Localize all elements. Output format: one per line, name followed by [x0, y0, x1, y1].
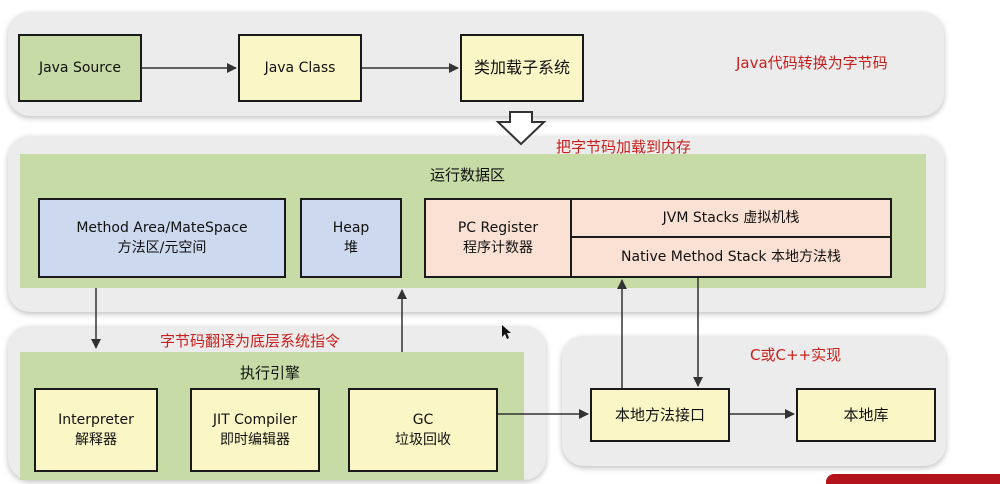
heap-label-en: Heap: [332, 220, 370, 236]
interpreter-label-en: Interpreter: [58, 412, 134, 428]
java-source-box: Java Source: [18, 34, 142, 102]
native-interface-box: 本地方法接口: [590, 388, 730, 442]
heap-box: Heap 堆: [300, 198, 402, 278]
method-area-box: Method Area/MateSpace 方法区/元空间: [38, 198, 286, 278]
jvm-stacks-box: JVM Stacks 虚拟机栈: [570, 198, 892, 238]
native-method-stack-label: Native Method Stack 本地方法栈: [621, 249, 841, 265]
interpreter-label-cn: 解释器: [75, 432, 117, 448]
jit-compiler-label-cn: 即时编辑器: [220, 432, 290, 448]
java-class-box: Java Class: [238, 34, 362, 102]
corner-banner: [826, 474, 1000, 484]
mouse-cursor-icon: [502, 325, 511, 339]
pc-register-label-en: PC Register: [457, 220, 539, 236]
native-interface-label: 本地方法接口: [614, 406, 705, 424]
method-area-label-cn: 方法区/元空间: [117, 240, 207, 256]
load-to-memory-note: 把字节码加载到内存: [556, 138, 692, 156]
bytecode-conversion-note: Java代码转换为字节码: [736, 54, 888, 72]
hollow-down-arrow: [495, 111, 547, 146]
native-method-stack-box: Native Method Stack 本地方法栈: [570, 236, 892, 278]
jit-compiler-label-en: JIT Compiler: [212, 412, 298, 428]
java-class-label: Java Class: [264, 60, 336, 76]
pc-register-box: PC Register 程序计数器: [424, 198, 572, 278]
translate-note: 字节码翻译为底层系统指令: [160, 332, 341, 350]
class-loader-box: 类加载子系统: [460, 34, 584, 102]
gc-box: GC 垃圾回收: [348, 388, 498, 472]
class-loader-label: 类加载子系统: [473, 58, 570, 77]
native-impl-note: C或C++实现: [750, 346, 842, 364]
runtime-area-title: 运行数据区: [430, 166, 506, 184]
java-source-label: Java Source: [38, 60, 122, 76]
heap-label-cn: 堆: [344, 240, 358, 256]
native-library-label: 本地库: [843, 406, 889, 424]
engine-title: 执行引擎: [240, 364, 301, 382]
method-area-label-en: Method Area/MateSpace: [76, 220, 248, 236]
interpreter-box: Interpreter 解释器: [34, 388, 158, 472]
gc-label-en: GC: [412, 412, 434, 428]
pc-register-label-cn: 程序计数器: [463, 240, 533, 256]
native-library-box: 本地库: [796, 388, 936, 442]
jvm-stacks-label: JVM Stacks 虚拟机栈: [662, 210, 800, 226]
jit-compiler-box: JIT Compiler 即时编辑器: [190, 388, 320, 472]
gc-label-cn: 垃圾回收: [395, 432, 451, 448]
